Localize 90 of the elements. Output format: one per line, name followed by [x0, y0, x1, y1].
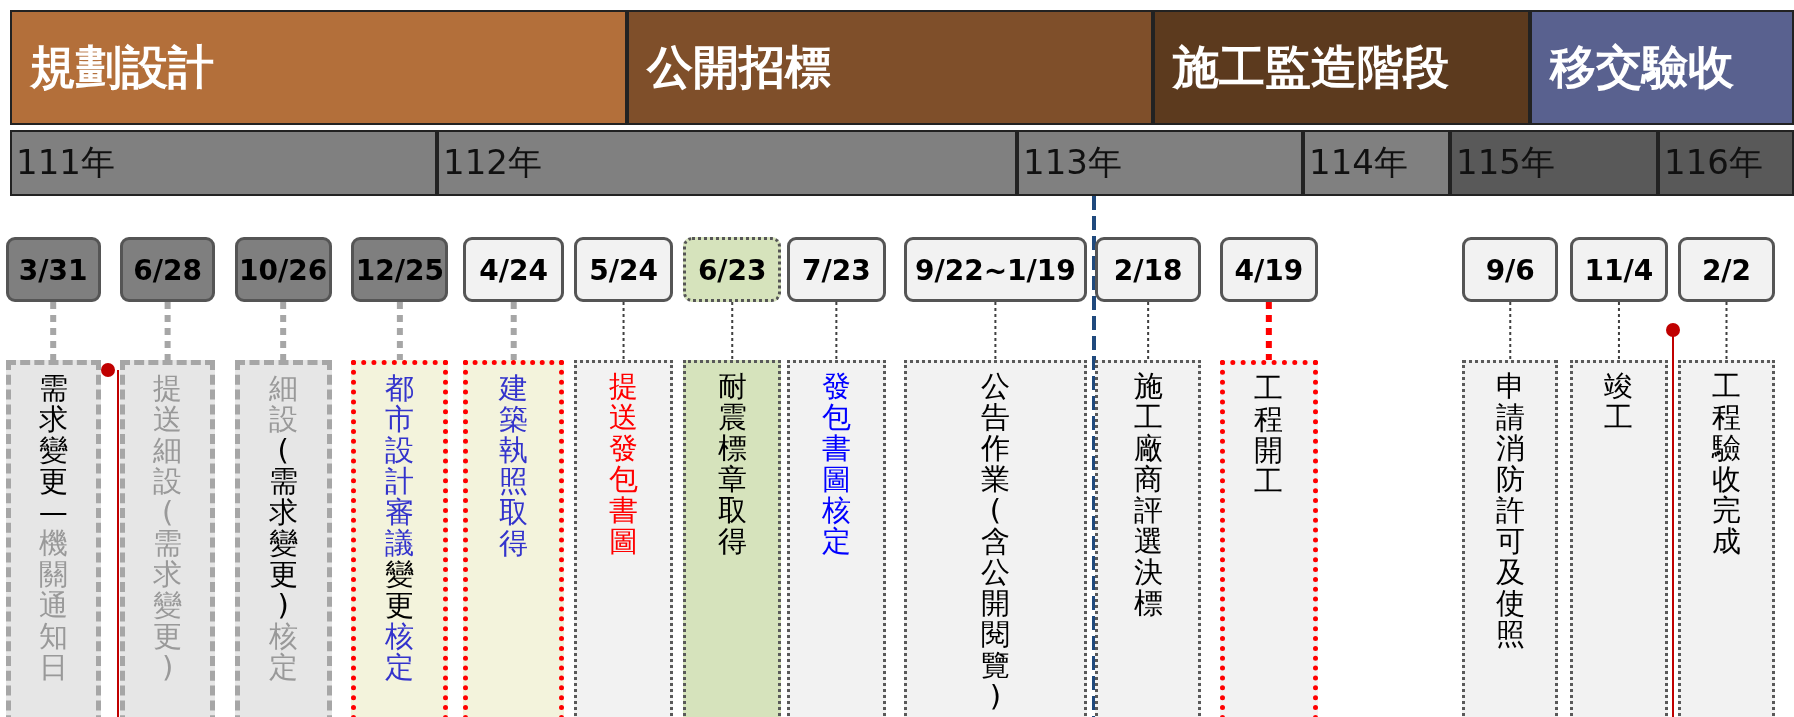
date-text: 11/4: [1584, 253, 1654, 286]
date-text: 3/31: [18, 253, 88, 286]
connector-line: [396, 302, 403, 360]
event-text: 細設 (需求變更) 核定: [267, 373, 299, 684]
date-text: 10/26: [239, 253, 328, 286]
phase-band: [10, 10, 627, 125]
connector-line: [50, 302, 57, 360]
event-box: [903, 360, 1087, 717]
event-box: [683, 360, 782, 717]
date-text: 12/25: [355, 253, 444, 286]
event-text: 申請消防許可及使照: [1495, 371, 1526, 651]
phase-title: 規劃設計: [30, 38, 214, 96]
year-band: [1017, 130, 1303, 196]
connector-line: [994, 301, 997, 361]
date-tag: [903, 237, 1087, 302]
date-text: 6/23: [697, 253, 767, 286]
date-tag: [120, 237, 216, 302]
event-text: 施工廠商評選決標: [1132, 371, 1164, 620]
date-tag: [787, 237, 886, 302]
phase-band: [1530, 10, 1794, 125]
date-tag: [463, 237, 565, 302]
connector-line: [731, 301, 734, 361]
year-band: [1450, 130, 1658, 196]
date-tag: [1678, 237, 1775, 302]
event-text: 工程開工: [1253, 373, 1285, 498]
date-tag: [683, 237, 782, 302]
event-box: [234, 360, 332, 717]
year-label: 115年: [1456, 141, 1555, 184]
event-text: 竣工: [1603, 371, 1635, 434]
event-box: [787, 360, 886, 717]
year-band: [1303, 130, 1450, 196]
event-box: [574, 360, 673, 717]
date-text: 9/22~1/19: [914, 253, 1076, 286]
event-box: [1678, 360, 1775, 717]
phase-band: [627, 10, 1153, 125]
phase-band: [1153, 10, 1530, 125]
event-box: [5, 360, 101, 717]
event-box: [1569, 360, 1669, 717]
date-text: 9/6: [1485, 253, 1535, 286]
connector-line: [835, 301, 838, 361]
connector-line: [164, 302, 171, 360]
event-text: 耐震標章取得: [717, 371, 748, 558]
connector-line: [1617, 301, 1620, 361]
phase-title: 公開招標: [647, 38, 831, 96]
event-text: 建築執照取得: [498, 373, 529, 560]
date-text: 4/19: [1234, 253, 1304, 286]
event-box: [1219, 360, 1319, 717]
year-label: 113年: [1023, 141, 1122, 184]
event-text: 都市設計審議 變更 核定: [384, 373, 416, 684]
date-tag: [1219, 237, 1319, 302]
event-text: 發包書圖核定: [821, 371, 852, 558]
date-tag: [234, 237, 332, 302]
event-box: [1462, 360, 1559, 717]
year-label: 116年: [1664, 141, 1763, 184]
event-text: 工程驗收完成: [1711, 371, 1742, 558]
date-tag: [574, 237, 673, 302]
year-band: [437, 130, 1017, 196]
event-box: [351, 360, 449, 717]
connector-line: [1265, 302, 1272, 360]
event-text: 提送發包書圖: [608, 371, 639, 558]
phase-title: 施工監造階段: [1173, 38, 1449, 96]
date-text: 5/24: [589, 253, 658, 286]
event-box: [120, 360, 216, 717]
year-label: 114年: [1309, 141, 1408, 184]
date-tag: [5, 237, 101, 302]
phase-title: 移交驗收: [1550, 38, 1734, 96]
connector-line: [280, 302, 287, 360]
year-label: 111年: [16, 141, 115, 184]
year-band: [1658, 130, 1794, 196]
event-box: [463, 360, 565, 717]
event-text: 提送細設(需求變更): [152, 373, 183, 684]
year-band: [10, 130, 437, 196]
date-tag: [1569, 237, 1669, 302]
date-text: 6/28: [133, 253, 202, 286]
connector-line: [622, 301, 625, 361]
event-box: [1094, 360, 1202, 717]
date-tag: [351, 237, 449, 302]
date-tag: [1462, 237, 1559, 302]
event-text: 公告作業(含公開閱覽): [980, 371, 1011, 713]
year-label: 112年: [443, 141, 542, 184]
date-text: 2/18: [1113, 253, 1183, 286]
connector-line: [1509, 301, 1512, 361]
date-tag: [1094, 237, 1202, 302]
connector-line: [1725, 301, 1728, 361]
connector-line: [1147, 301, 1150, 361]
date-text: 7/23: [802, 253, 871, 286]
connector-line: [510, 302, 517, 360]
date-text: 2/2: [1701, 253, 1752, 286]
date-text: 4/24: [479, 253, 549, 286]
event-text: 需求變更— 機關通知日: [37, 373, 69, 684]
